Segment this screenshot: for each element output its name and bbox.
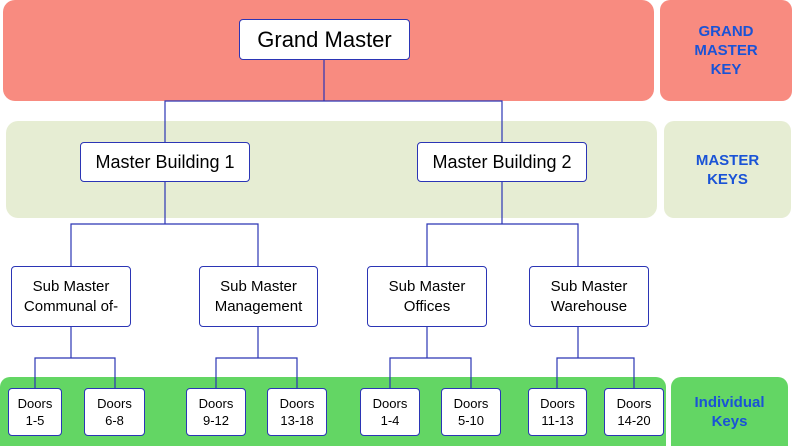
grand-master-label: Grand Master <box>257 26 392 52</box>
legend-grand-master-key: GRAND MASTER KEY <box>660 0 792 101</box>
sub-master-line-1: Sub Master <box>32 277 110 295</box>
master-building-1-label: Master Building 1 <box>95 151 235 172</box>
sub-master-line-2: Warehouse <box>550 297 628 315</box>
master-building-2-node: Master Building 2 <box>417 142 587 182</box>
connector-master2-to-subs <box>426 182 579 266</box>
legend-master-line-1: MASTER <box>695 151 760 169</box>
sub-master-management-node: Sub Master Management <box>199 266 318 327</box>
sub-master-communal-node: Sub Master Communal of- <box>11 266 131 327</box>
doors-line-1: Doors <box>97 396 132 411</box>
legend-individual-line-1: Individual <box>694 393 765 411</box>
doors-line-2: 13-18 <box>280 413 314 428</box>
connector-sub4-to-doors <box>556 327 635 388</box>
doors-line-1: Doors <box>616 396 652 411</box>
connector-grand-to-masters <box>164 60 503 142</box>
sub-master-line-2: Management <box>214 297 303 315</box>
connector-sub2-to-doors <box>215 327 298 388</box>
sub-master-warehouse-node: Sub Master Warehouse <box>529 266 649 327</box>
doors-node: Doors 9-12 <box>186 388 246 436</box>
legend-grand-line-2: MASTER <box>694 42 758 59</box>
master-building-2-label: Master Building 2 <box>432 151 572 172</box>
doors-node: Doors 11-13 <box>528 388 587 436</box>
doors-node: Doors 6-8 <box>84 388 145 436</box>
legend-master-keys: MASTER KEYS <box>664 121 791 218</box>
legend-individual-keys: Individual Keys <box>671 377 788 446</box>
sub-master-line-2: Communal of- <box>23 297 119 315</box>
doors-node: Doors 14-20 <box>604 388 664 436</box>
doors-line-2: 9-12 <box>202 413 230 428</box>
master-building-1-node: Master Building 1 <box>80 142 250 182</box>
doors-node: Doors 5-10 <box>441 388 501 436</box>
doors-node: Doors 1-5 <box>8 388 62 436</box>
doors-line-2: 1-4 <box>380 413 400 428</box>
grand-master-node: Grand Master <box>239 19 410 60</box>
connector-master1-to-subs <box>70 182 259 266</box>
doors-line-1: Doors <box>372 396 408 411</box>
legend-grand-line-3: KEY <box>710 61 742 78</box>
doors-line-2: 6-8 <box>105 413 124 428</box>
legend-grand-line-1: GRAND <box>698 23 754 40</box>
doors-line-2: 11-13 <box>541 413 574 428</box>
legend-individual-line-2: Keys <box>711 412 748 430</box>
doors-line-1: Doors <box>279 396 315 411</box>
doors-line-1: Doors <box>17 396 53 411</box>
sub-master-offices-node: Sub Master Offices <box>367 266 487 327</box>
connector-sub1-to-doors <box>34 327 116 388</box>
sub-master-line-2: Offices <box>403 297 451 315</box>
doors-line-2: 14-20 <box>617 413 651 428</box>
sub-master-line-1: Sub Master <box>388 277 466 295</box>
sub-master-line-1: Sub Master <box>220 277 297 295</box>
sub-master-line-1: Sub Master <box>550 277 628 295</box>
doors-line-1: Doors <box>540 396 575 411</box>
legend-master-line-2: KEYS <box>707 170 748 188</box>
doors-line-1: Doors <box>453 396 489 411</box>
doors-node: Doors 13-18 <box>267 388 327 436</box>
doors-line-1: Doors <box>198 396 234 411</box>
doors-node: Doors 1-4 <box>360 388 420 436</box>
connector-sub3-to-doors <box>389 327 472 388</box>
doors-line-2: 1-5 <box>25 413 45 428</box>
doors-line-2: 5-10 <box>457 413 485 428</box>
